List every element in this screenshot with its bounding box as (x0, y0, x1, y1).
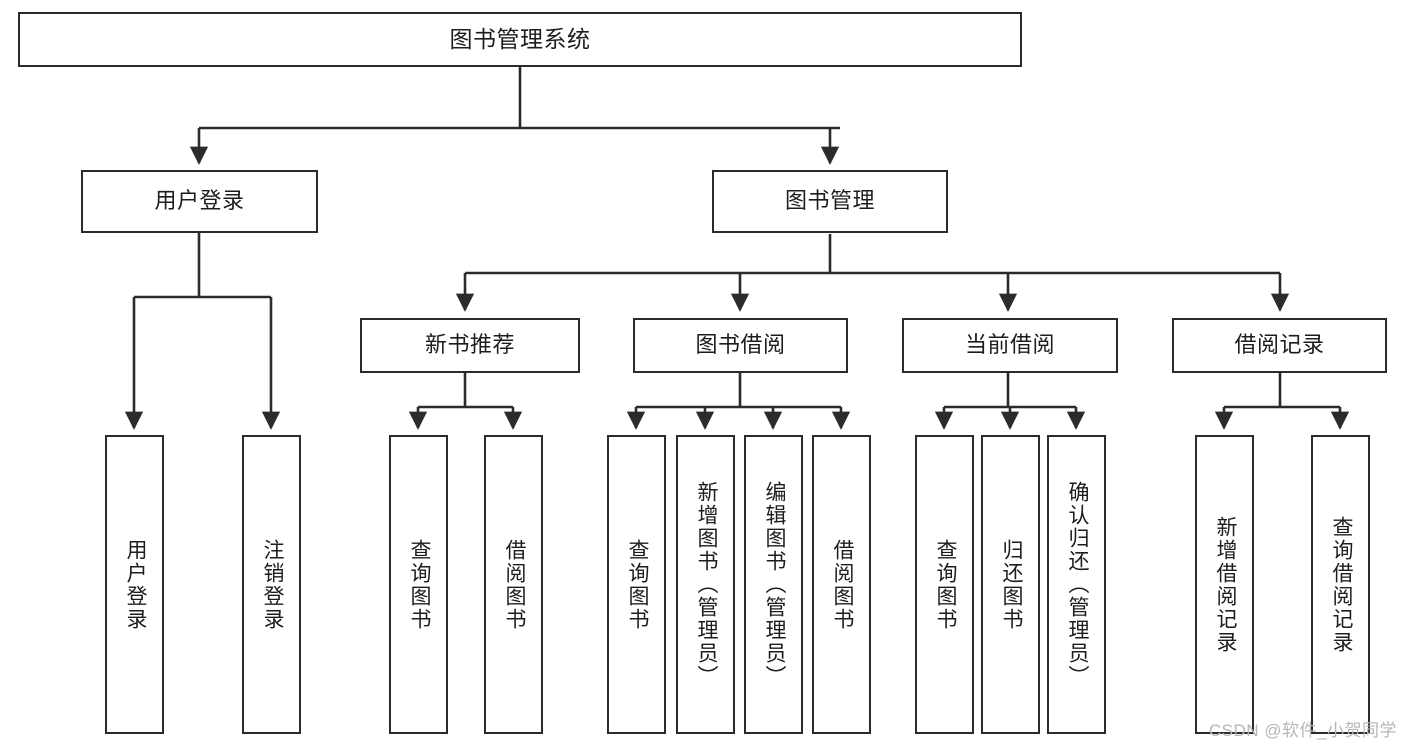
node-label: 归还图书 (999, 538, 1023, 631)
node-label: 查询图书 (407, 538, 431, 631)
leaf-book-borrow-edit[interactable]: 编辑图书（管理员） (744, 435, 803, 734)
node-book-management[interactable]: 图书管理 (712, 170, 948, 233)
node-label: 借阅图书 (830, 538, 854, 631)
node-label: 确认归还（管理员） (1065, 481, 1089, 688)
node-root-system[interactable]: 图书管理系统 (18, 12, 1022, 67)
node-label: 图书借阅 (695, 332, 786, 358)
node-label: 查询图书 (933, 538, 957, 631)
node-label: 当前借阅 (964, 332, 1055, 358)
leaf-user-login-logout[interactable]: 注销登录 (242, 435, 301, 734)
leaf-current-borrow-confirm-return[interactable]: 确认归还（管理员） (1047, 435, 1106, 734)
watermark-text: CSDN @软件_小贺同学 (1208, 721, 1397, 740)
node-label: 查询图书 (625, 538, 649, 631)
leaf-current-borrow-return[interactable]: 归还图书 (981, 435, 1040, 734)
node-label: 图书管理 (784, 188, 875, 214)
leaf-new-book-query[interactable]: 查询图书 (389, 435, 448, 734)
node-user-login[interactable]: 用户登录 (81, 170, 318, 233)
leaf-new-book-borrow[interactable]: 借阅图书 (484, 435, 543, 734)
leaf-book-borrow-add[interactable]: 新增图书（管理员） (676, 435, 735, 734)
leaf-borrow-record-add[interactable]: 新增借阅记录 (1195, 435, 1254, 734)
node-label: 查询借阅记录 (1329, 515, 1353, 654)
node-label: 新增图书（管理员） (694, 481, 718, 688)
leaf-current-borrow-query[interactable]: 查询图书 (915, 435, 974, 734)
node-current-borrow[interactable]: 当前借阅 (902, 318, 1118, 373)
node-label: 编辑图书（管理员） (762, 481, 786, 688)
node-label: 借阅记录 (1234, 332, 1325, 358)
node-label: 用户登录 (154, 188, 245, 214)
leaf-borrow-record-query[interactable]: 查询借阅记录 (1311, 435, 1370, 734)
node-new-book-recommend[interactable]: 新书推荐 (360, 318, 580, 373)
node-borrow-record[interactable]: 借阅记录 (1172, 318, 1387, 373)
node-label: 借阅图书 (502, 538, 526, 631)
node-label: 新书推荐 (424, 332, 515, 358)
node-label: 注销登录 (260, 538, 284, 631)
leaf-book-borrow-borrow[interactable]: 借阅图书 (812, 435, 871, 734)
leaf-user-login-login[interactable]: 用户登录 (105, 435, 164, 734)
node-label: 图书管理系统 (449, 25, 591, 52)
node-label: 新增借阅记录 (1213, 515, 1237, 654)
node-label: 用户登录 (123, 538, 147, 631)
node-book-borrow[interactable]: 图书借阅 (633, 318, 848, 373)
leaf-book-borrow-query[interactable]: 查询图书 (607, 435, 666, 734)
